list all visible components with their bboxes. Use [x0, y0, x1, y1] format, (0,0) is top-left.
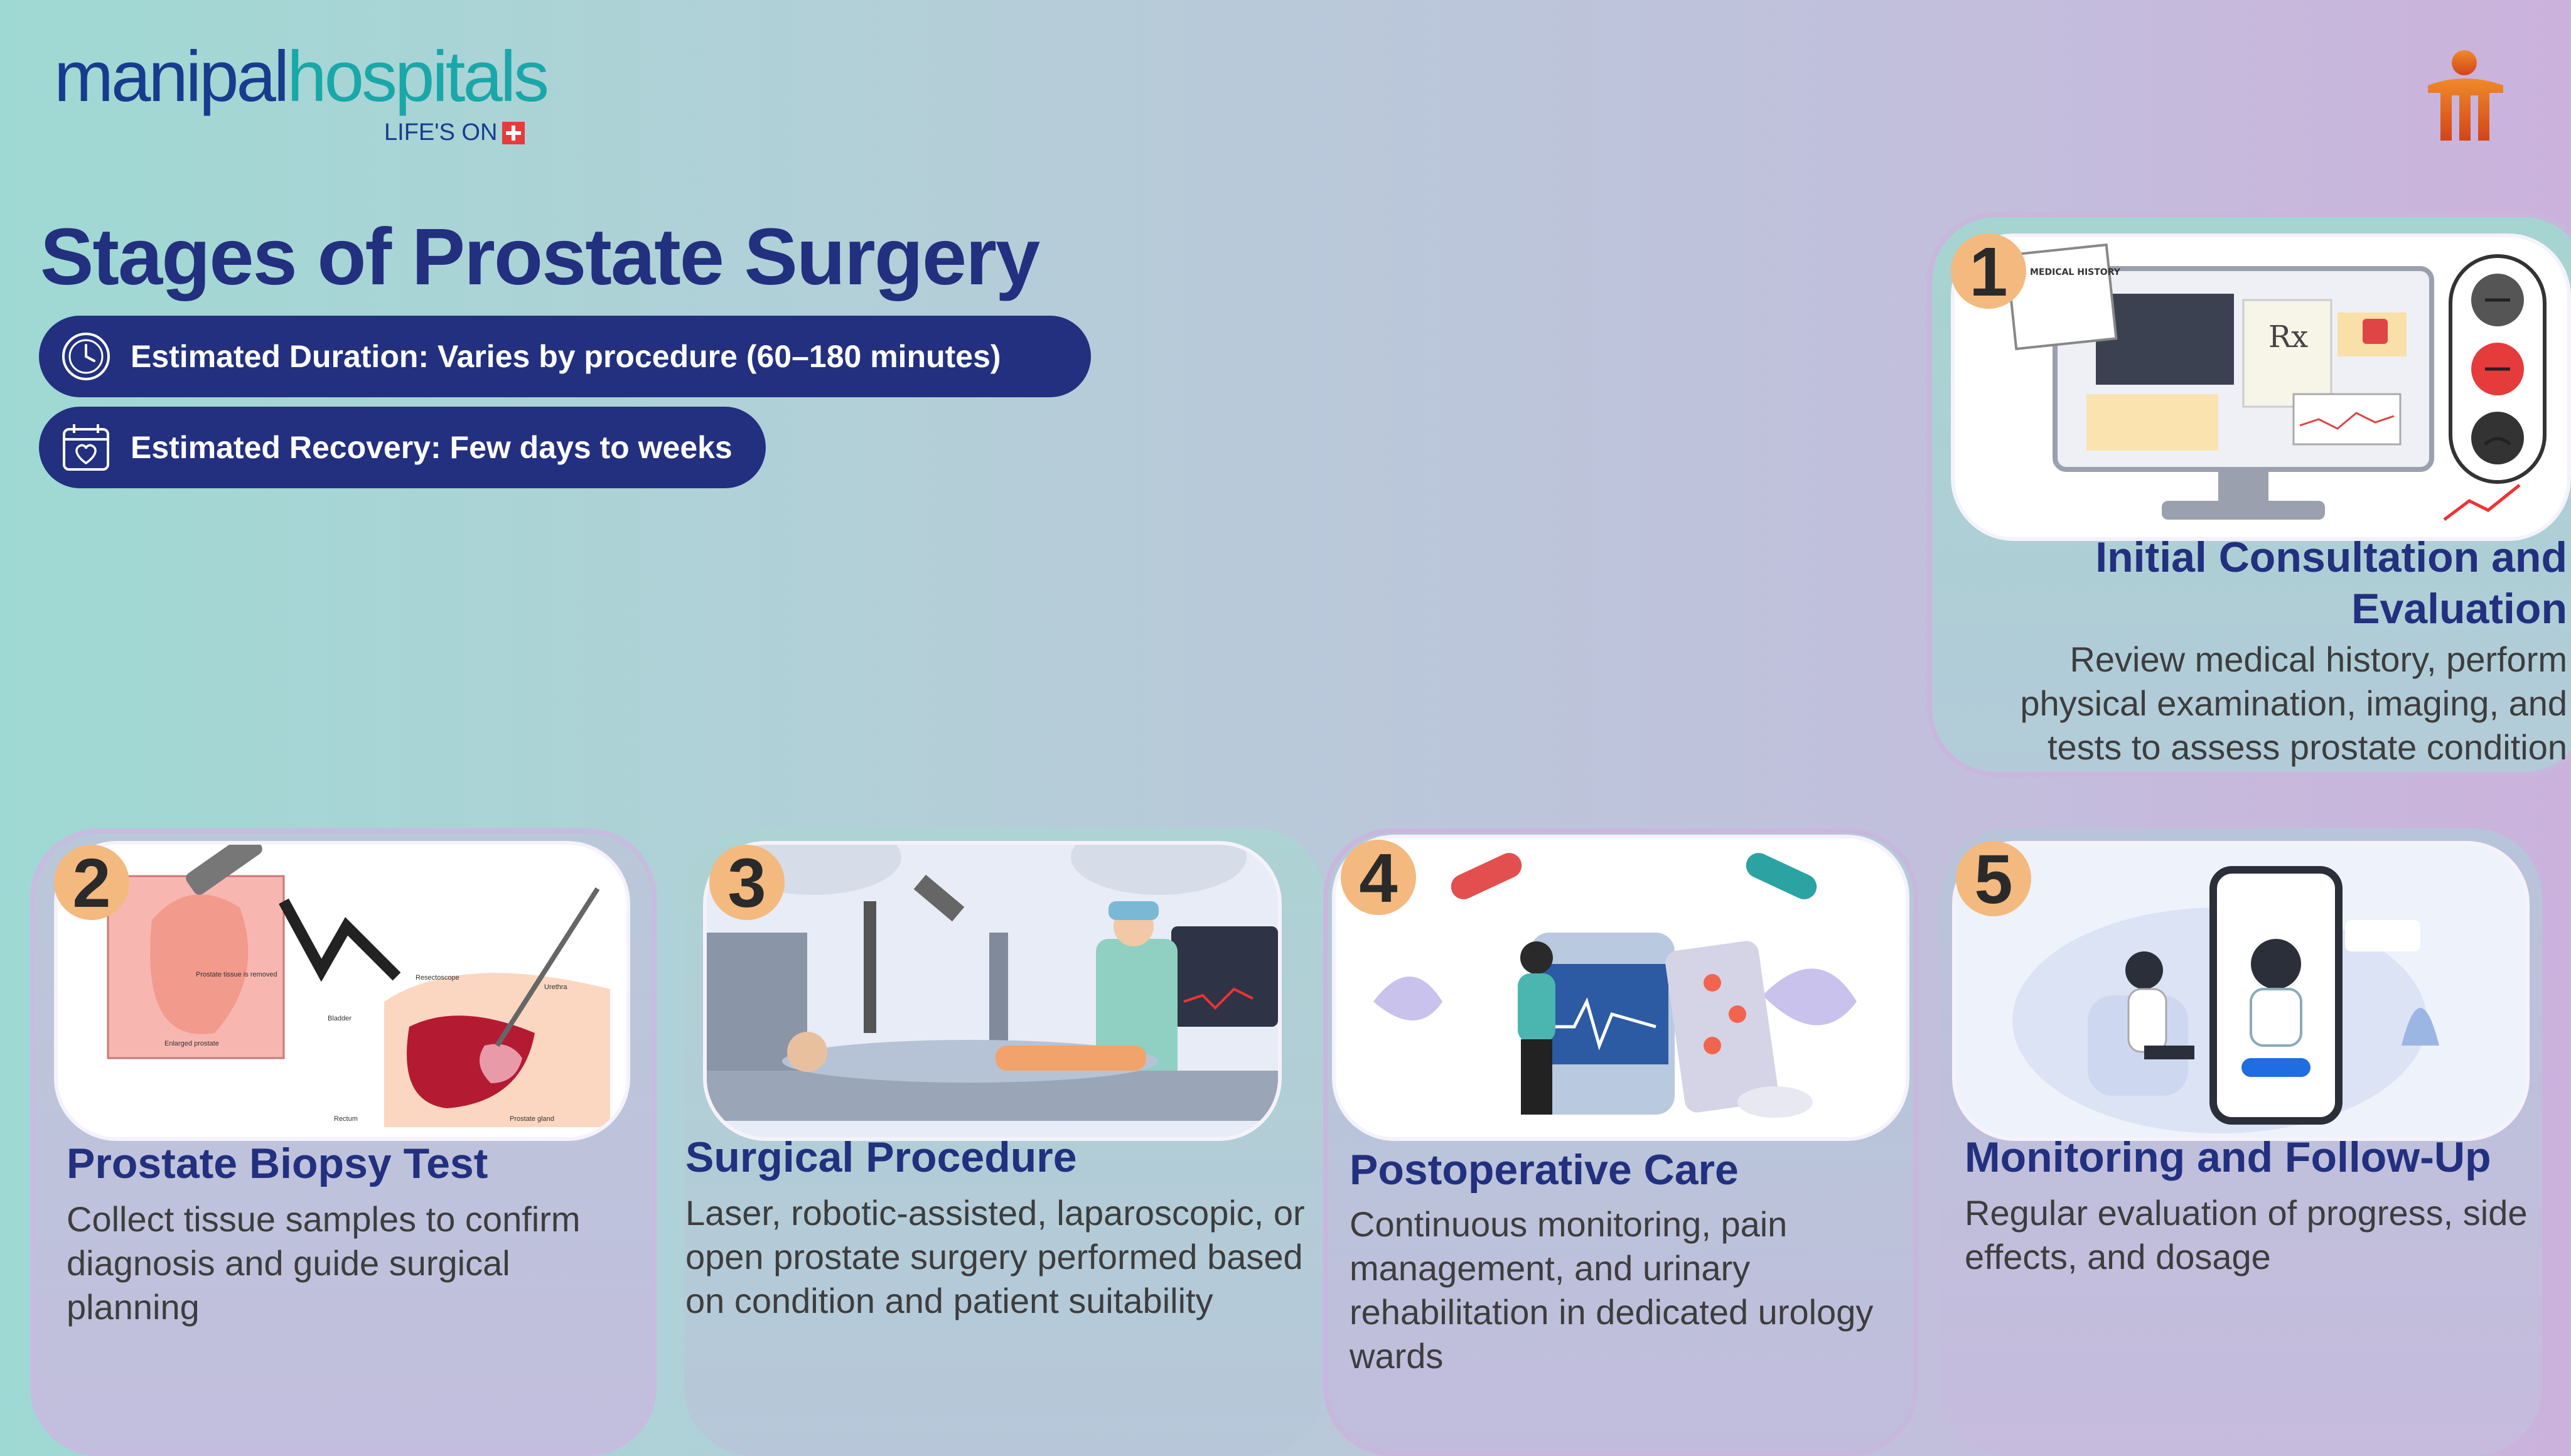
stage-5-badge: 5	[1956, 841, 2031, 918]
biopsy-label-tissue: Prostate tissue is removed	[196, 971, 277, 978]
stage-1-badge: 1	[1951, 233, 2026, 311]
tagline-text: LIFE'S ON	[384, 119, 498, 146]
postoperative-illustration	[1336, 838, 1906, 1137]
biopsy-label-bladder: Bladder	[328, 1015, 352, 1022]
manipal-mark-icon	[2428, 50, 2503, 141]
stage-3-desc: Laser, robotic-assisted, laparoscopic, o…	[685, 1193, 1305, 1320]
stage-4-desc: Continuous monitoring, pain management, …	[1350, 1204, 1874, 1376]
recovery-text: Estimated Recovery: Few days to weeks	[131, 430, 733, 465]
stage-card-5: 5 Monitoring and Follow-Up Regular evalu…	[1940, 828, 2542, 1456]
stage-2-badge: 2	[54, 845, 129, 922]
calendar-heart-icon	[63, 424, 109, 471]
duration-pill: Estimated Duration: Varies by procedure …	[39, 316, 1091, 397]
stage-2-illustration: Prostate tissue is removed Enlarged pros…	[54, 841, 630, 1141]
stage-card-1: Rx MEDICAL HISTORY 1 Initial Consultatio…	[1927, 212, 2571, 777]
page-title: Stages of Prostate Surgery	[40, 212, 1040, 302]
stage-4-title: Postoperative Care	[1350, 1146, 1739, 1194]
biopsy-label-gland: Prostate gland	[510, 1115, 554, 1123]
biopsy-label-rectum: Rectum	[334, 1115, 358, 1123]
stage-1-title: Initial Consultation and Evaluation	[2095, 533, 2567, 633]
stage-5-illustration	[1952, 841, 2530, 1141]
stage-3-illustration	[703, 841, 1282, 1141]
biopsy-label-urethra: Urethra	[544, 983, 568, 991]
stage-3-badge: 3	[709, 845, 785, 922]
stage-1-desc: Review medical history, perform physical…	[2020, 640, 2567, 767]
stage-4-illustration	[1332, 835, 1909, 1141]
stage-4-badge: 4	[1341, 840, 1416, 917]
red-cross-icon	[502, 121, 525, 144]
logo-part-hospitals: hospitals	[287, 37, 549, 117]
logo-tagline: LIFE'S ON	[384, 119, 525, 146]
brand-logo: manipalhospitals	[54, 41, 549, 113]
biopsy-label-resectoscope: Resectoscope	[416, 974, 459, 982]
rx-label: Rx	[2268, 319, 2308, 355]
stage-1-illustration: Rx MEDICAL HISTORY	[1951, 233, 2571, 541]
consultation-monitor-illustration: Rx MEDICAL HISTORY	[1955, 237, 2567, 537]
stage-2-desc: Collect tissue samples to confirm diagno…	[67, 1199, 581, 1327]
duration-text: Estimated Duration: Varies by procedure …	[131, 339, 1001, 374]
stage-2-title: Prostate Biopsy Test	[67, 1140, 488, 1187]
stage-5-title: Monitoring and Follow-Up	[1965, 1133, 2491, 1181]
telehealth-illustration	[1956, 845, 2526, 1137]
stage-card-4: 4 Postoperative Care Continuous monitori…	[1323, 828, 1918, 1456]
medical-history-label: MEDICAL HISTORY	[2030, 267, 2121, 277]
stage-5-desc: Regular evaluation of progress, side eff…	[1965, 1193, 2528, 1277]
clock-icon	[62, 333, 110, 380]
stage-card-2: Prostate tissue is removed Enlarged pros…	[30, 828, 657, 1456]
biopsy-illustration: Prostate tissue is removed Enlarged pros…	[58, 845, 626, 1137]
logo-part-manipal: manipal	[54, 37, 289, 117]
stage-3-title: Surgical Procedure	[685, 1133, 1077, 1181]
surgical-robot-illustration	[707, 845, 1278, 1137]
biopsy-label-enlarged: Enlarged prostate	[164, 1040, 219, 1047]
stage-card-3: 3 Surgical Procedure Laser, robotic-assi…	[684, 828, 1324, 1456]
recovery-pill: Estimated Recovery: Few days to weeks	[39, 407, 766, 488]
